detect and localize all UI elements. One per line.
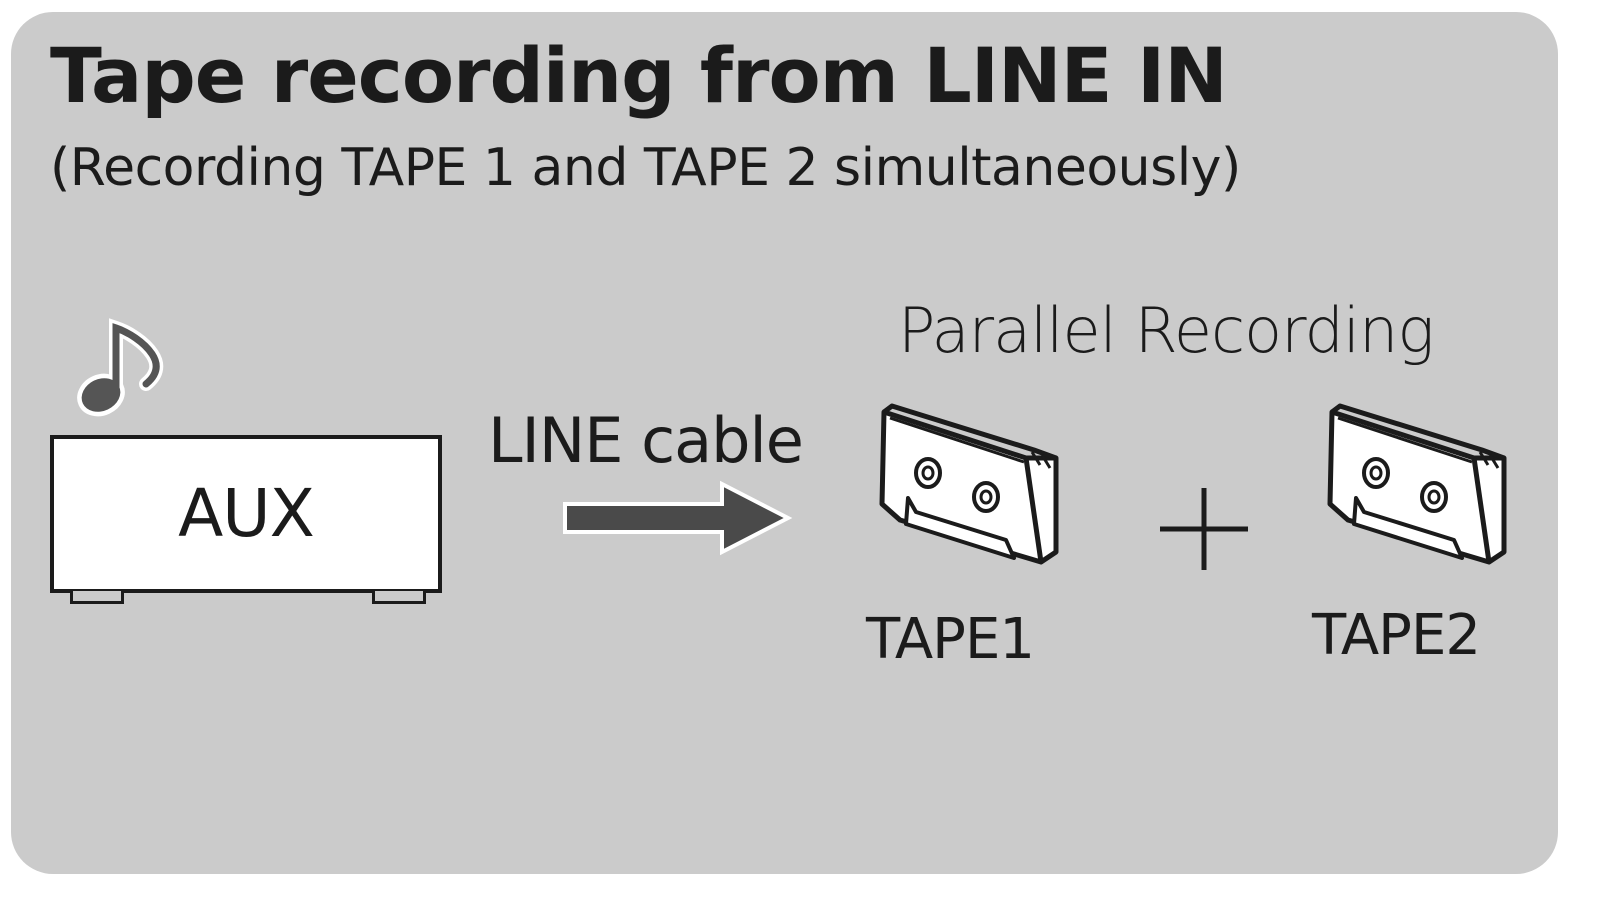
aux-device-foot-right: [372, 591, 426, 604]
plus-icon: [1160, 488, 1248, 570]
arrow-right-icon: [563, 480, 793, 556]
tape2-label: TAPE2: [1312, 603, 1481, 668]
cassette-tape-icon: [1327, 403, 1507, 565]
line-cable-label: LINE cable: [488, 404, 804, 477]
aux-label: AUX: [178, 475, 315, 552]
parallel-recording-label: Parallel Recording: [898, 294, 1435, 367]
aux-device-foot-left: [70, 591, 124, 604]
tape1-label: TAPE1: [866, 607, 1035, 672]
diagram-subtitle: (Recording TAPE 1 and TAPE 2 simultaneou…: [50, 138, 1241, 198]
diagram-title: Tape recording from LINE IN: [50, 31, 1228, 120]
aux-device: AUX: [50, 435, 442, 593]
music-note-icon: [77, 318, 164, 417]
cassette-tape-icon: [879, 403, 1059, 565]
